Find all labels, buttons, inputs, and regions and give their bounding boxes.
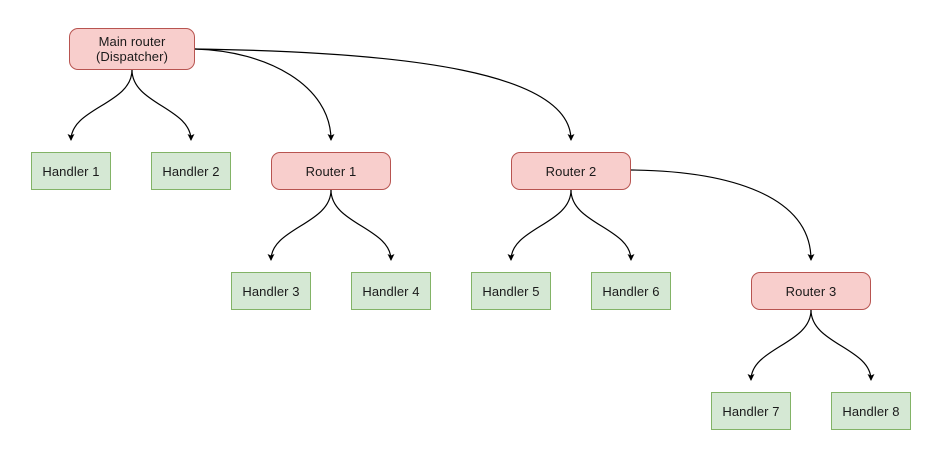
edge-r3-h7 xyxy=(747,309,812,381)
node-label: Handler 5 xyxy=(482,283,540,299)
node-label: Router 1 xyxy=(305,163,357,179)
edge-r2-h5 xyxy=(507,189,572,261)
edge-main-r1 xyxy=(194,48,335,141)
node-label: Handler 6 xyxy=(602,283,660,299)
node-router-3[interactable]: Router 3 xyxy=(751,272,871,310)
node-handler-7[interactable]: Handler 7 xyxy=(711,392,791,430)
node-label: Router 2 xyxy=(545,163,597,179)
node-handler-6[interactable]: Handler 6 xyxy=(591,272,671,310)
node-label: Handler 3 xyxy=(242,283,300,299)
node-router-2[interactable]: Router 2 xyxy=(511,152,631,190)
node-label: Router 3 xyxy=(785,283,837,299)
node-label: Main router (Dispatcher) xyxy=(96,34,168,64)
node-main-router[interactable]: Main router (Dispatcher) xyxy=(69,28,195,70)
edge-main-r2 xyxy=(194,48,575,141)
node-handler-2[interactable]: Handler 2 xyxy=(151,152,231,190)
node-handler-3[interactable]: Handler 3 xyxy=(231,272,311,310)
node-label: Handler 8 xyxy=(842,403,900,419)
node-label: Handler 2 xyxy=(162,163,220,179)
node-label: Handler 1 xyxy=(42,163,100,179)
edge-r1-h3 xyxy=(267,189,332,261)
node-handler-8[interactable]: Handler 8 xyxy=(831,392,911,430)
node-handler-4[interactable]: Handler 4 xyxy=(351,272,431,310)
edge-r2-r3 xyxy=(630,169,815,261)
edge-main-h1 xyxy=(67,69,133,141)
edge-r3-h8 xyxy=(810,309,875,381)
node-router-1[interactable]: Router 1 xyxy=(271,152,391,190)
edge-main-h2 xyxy=(131,69,195,141)
edge-r1-h4 xyxy=(330,189,395,261)
edge-r2-h6 xyxy=(570,189,635,261)
node-handler-5[interactable]: Handler 5 xyxy=(471,272,551,310)
node-handler-1[interactable]: Handler 1 xyxy=(31,152,111,190)
node-label: Handler 7 xyxy=(722,403,780,419)
node-label: Handler 4 xyxy=(362,283,420,299)
